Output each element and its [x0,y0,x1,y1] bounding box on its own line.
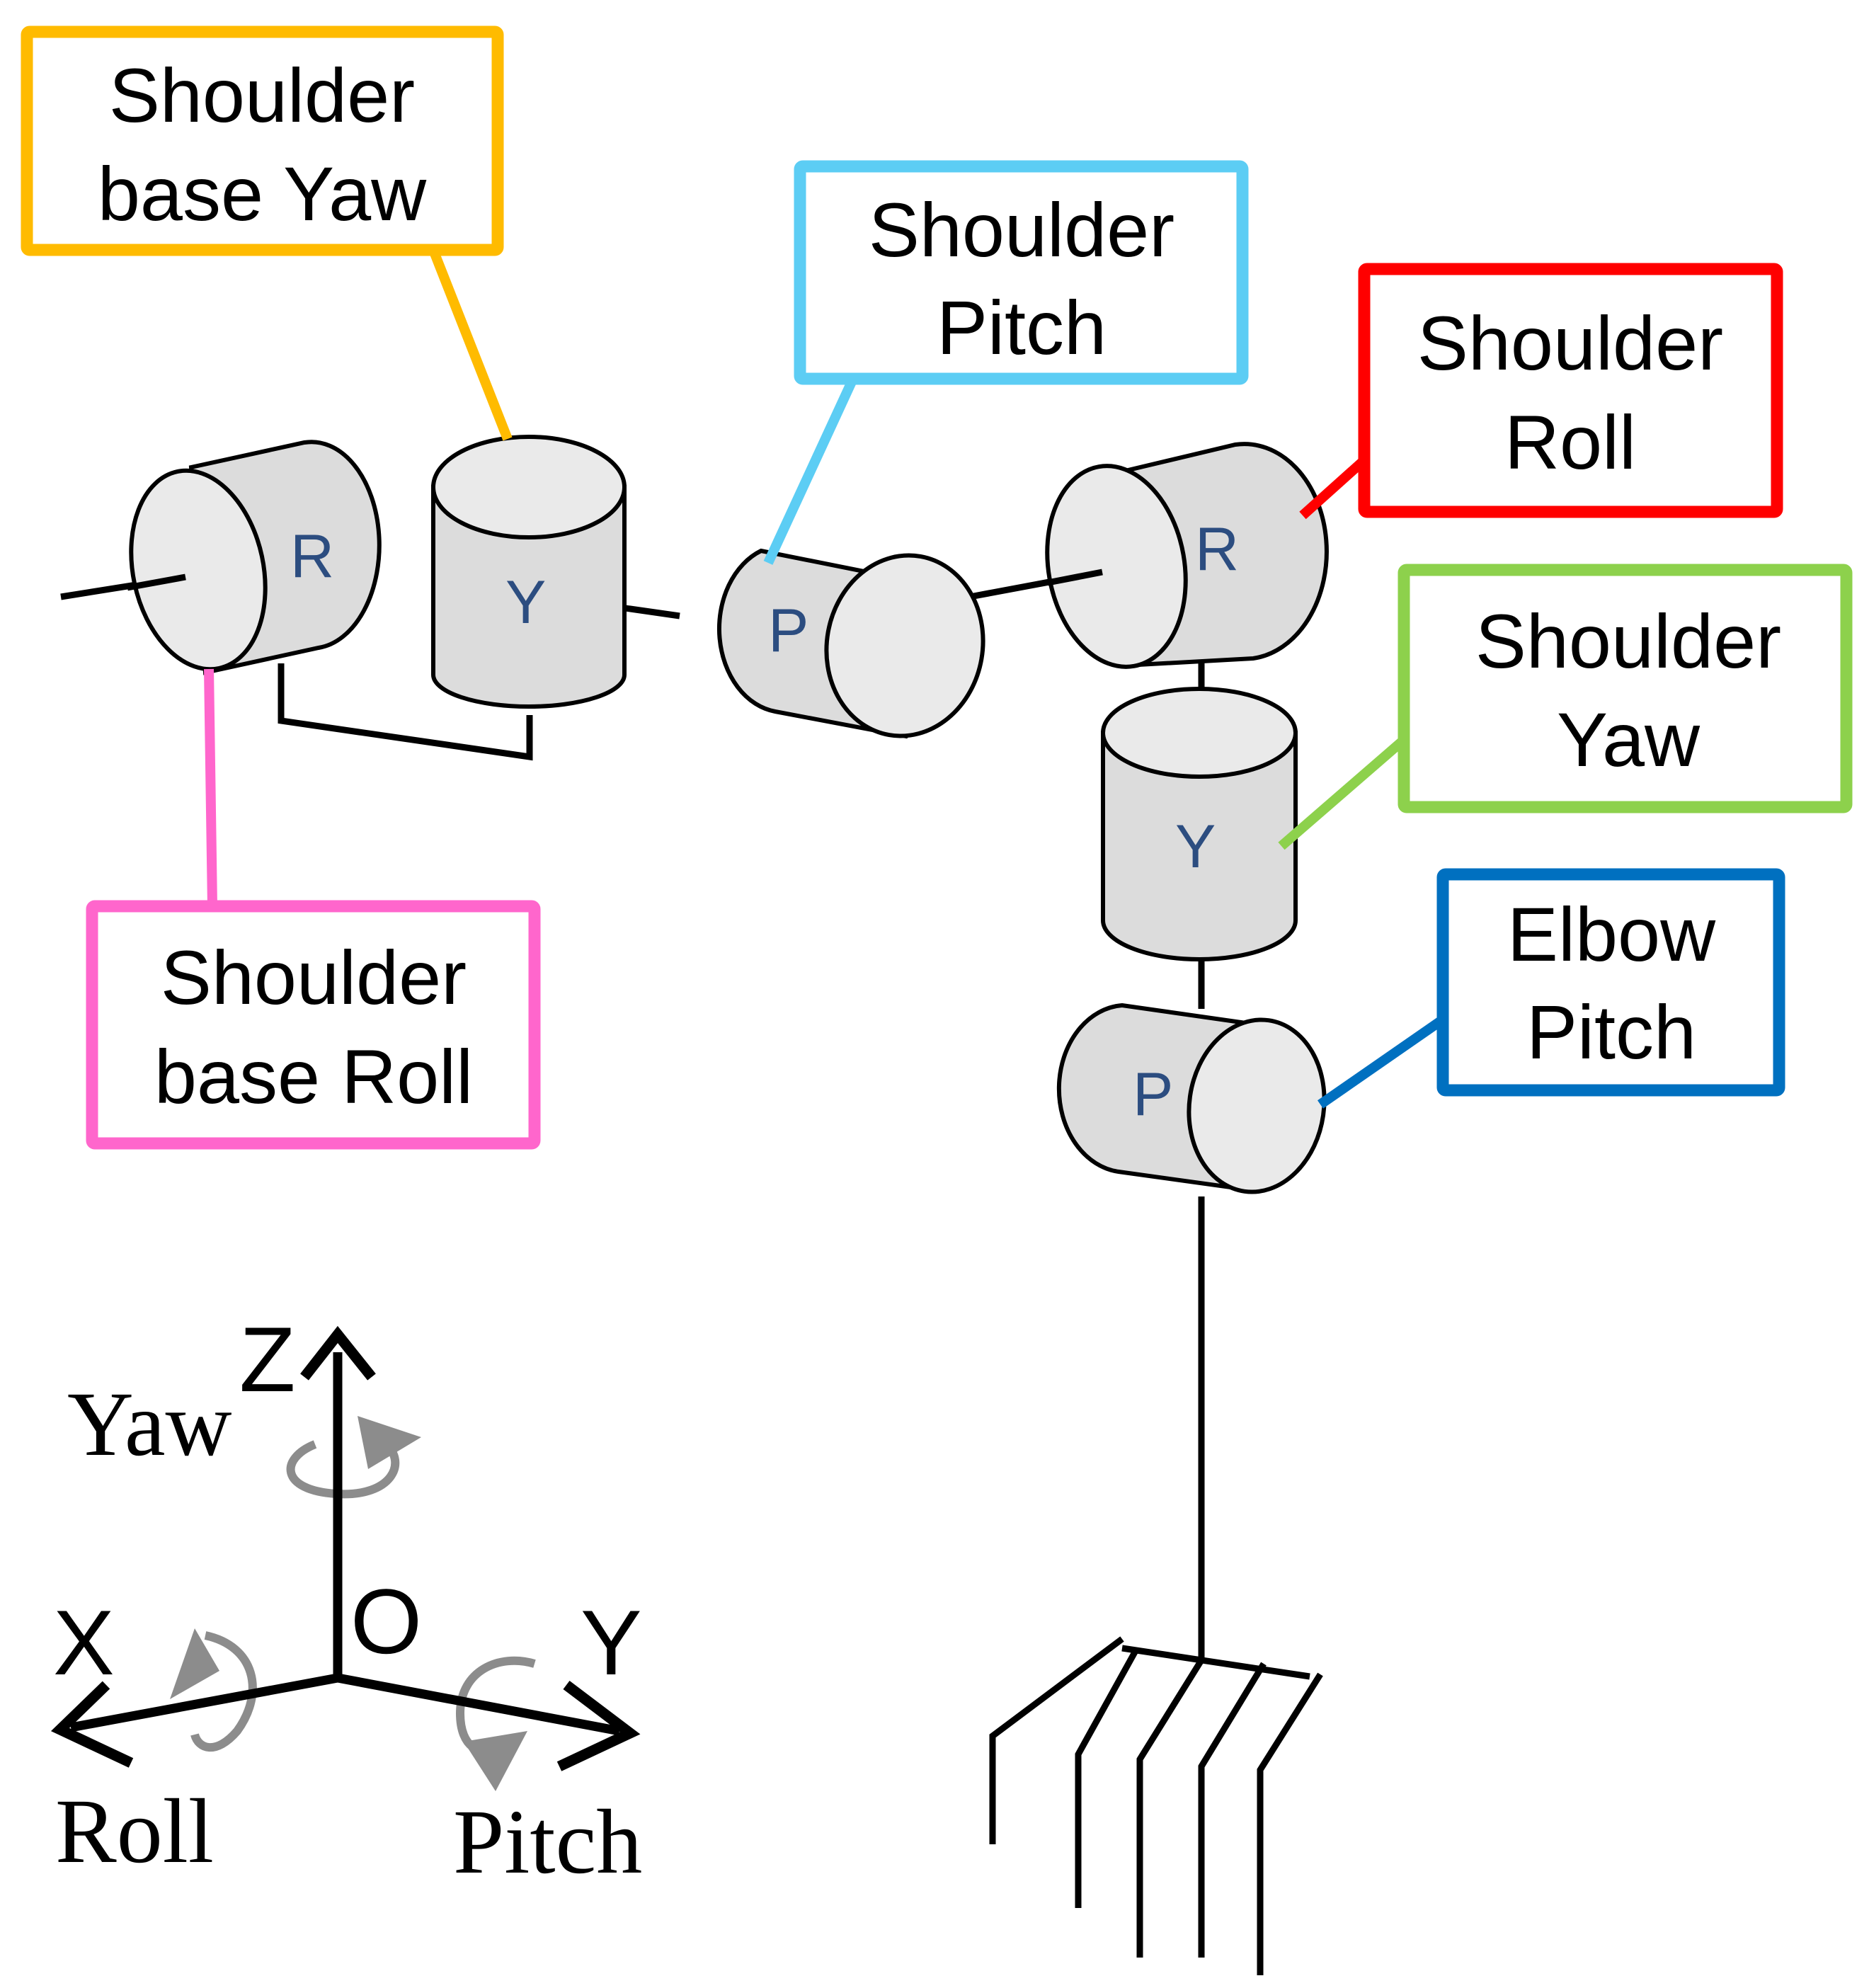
x-axis-label: X [53,1591,115,1694]
callout-leaders [204,248,1446,1109]
shoulder-pitch-line2: Pitch [937,285,1107,370]
yaw-rotation-arrow [286,1416,421,1499]
callout-shoulder-yaw: Shoulder Yaw [1398,564,1853,813]
origin-label: O [350,1570,422,1673]
joint-base-roll: R [127,440,382,675]
callout-shoulder-base-yaw: Shoulder base Yaw [21,25,504,256]
elbow-pitch-line2: Pitch [1526,989,1696,1075]
callout-elbow-pitch: Elbow Pitch [1436,868,1785,1097]
pitch-label: Pitch [453,1791,642,1893]
joint-shoulder-pitch-label: P [768,597,808,665]
coordinate-frame: Z X Y O Yaw Roll Pitch [50,1308,642,1893]
joint-shoulder-yaw-label: Y [1175,813,1216,881]
joint-shoulder-yaw: Y [1101,687,1298,961]
shoulder-base-roll-line1: Shoulder [161,935,467,1020]
shoulder-base-roll-line2: base Roll [154,1034,473,1119]
joint-elbow-pitch: P [1056,1002,1327,1194]
x-axis-arrowhead [50,1681,134,1768]
y-axis-arrowhead [556,1681,641,1771]
z-axis-arrowhead [300,1325,376,1381]
roll-label: Roll [55,1781,214,1883]
shoulder-yaw-line1: Shoulder [1475,598,1781,684]
z-axis-label: Z [239,1308,295,1411]
roll-rotation-arrow [170,1628,257,1752]
gripper-fingers [989,1636,1323,1975]
shoulder-pitch-line1: Shoulder [869,187,1174,273]
elbow-pitch-line1: Elbow [1507,891,1716,977]
shoulder-yaw-line2: Yaw [1557,697,1701,782]
joint-base-roll-label: R [290,522,334,590]
y-axis-label: Y [581,1591,642,1694]
shoulder-base-yaw-line1: Shoulder [109,52,415,138]
pitch-rotation-arrow [455,1656,536,1791]
shoulder-base-yaw-line2: base Yaw [98,151,427,236]
callout-shoulder-pitch: Shoulder Pitch [794,160,1249,385]
callout-shoulder-roll: Shoulder Roll [1358,263,1783,518]
yaw-label: Yaw [67,1373,232,1475]
joint-base-yaw: Y [431,435,627,709]
callout-shoulder-base-roll: Shoulder base Roll [86,900,541,1150]
shoulder-roll-line1: Shoulder [1417,300,1723,386]
joint-elbow-pitch-label: P [1133,1061,1173,1129]
shoulder-roll-line2: Roll [1504,399,1636,485]
joint-shoulder-roll-label: R [1195,515,1239,583]
joint-shoulder-roll: R [1045,442,1329,669]
joint-base-yaw-label: Y [505,569,546,636]
joint-shoulder-pitch: P [716,548,985,739]
